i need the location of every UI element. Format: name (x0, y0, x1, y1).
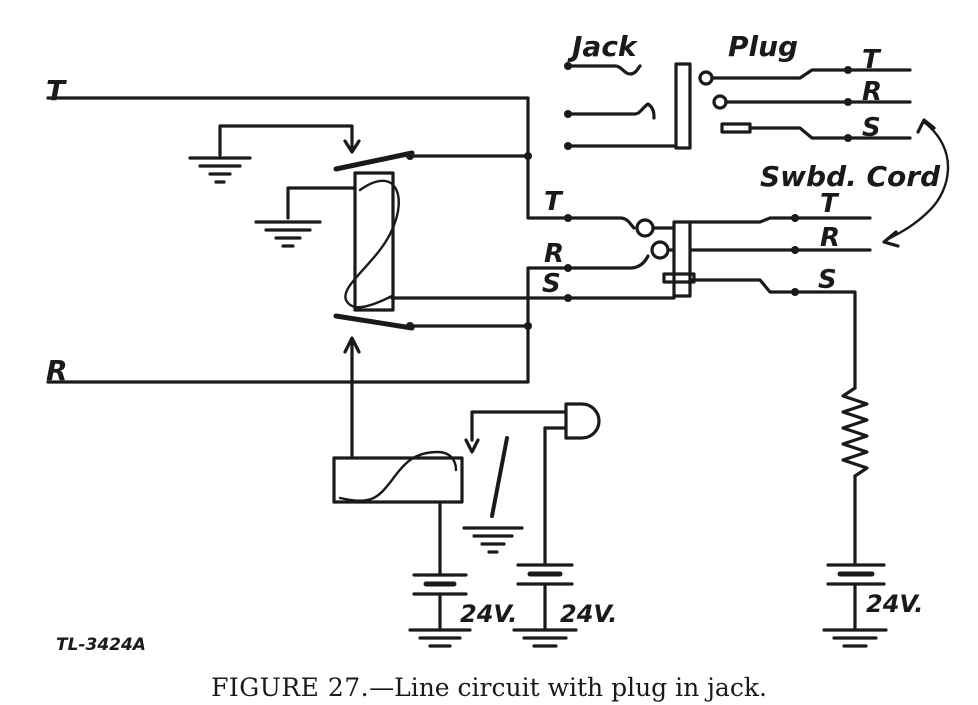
jack-ring-spring (566, 254, 650, 270)
plug-sleeve-contact (662, 272, 696, 284)
line-relay-winding (338, 450, 458, 502)
legend-jack-frame (674, 62, 692, 150)
figure-caption: FIGURE 27.—Line circuit with plug in jac… (211, 673, 767, 702)
cord-tip-label: T (820, 189, 840, 219)
lamp-feed-wire (470, 410, 568, 442)
cutoff-relay (218, 124, 415, 331)
ground-relay (254, 220, 322, 248)
ground-lamp-switch (462, 526, 524, 554)
legend-plug-tip (710, 68, 912, 80)
line-wires (46, 96, 570, 384)
line-ring-label: R (46, 354, 68, 387)
ground-symbols (188, 156, 524, 554)
caption-text: —Line circuit with plug in jack. (369, 673, 767, 702)
legend-jack-plug (566, 62, 950, 248)
cord-sleeve-circuit (688, 278, 869, 567)
swbd-cord-arrow-up (916, 118, 936, 134)
jack-tip-contact (635, 218, 655, 238)
junction-dots (406, 62, 852, 330)
jack-sleeve-label: S (542, 269, 561, 299)
upper-arrow (343, 139, 361, 154)
supervisory-lamp (564, 402, 601, 440)
lamp-circuit (464, 402, 601, 567)
legend-jack-ring (566, 102, 656, 120)
lower-arrow (343, 336, 361, 354)
battery-1-label: 24V. (460, 600, 517, 628)
plug-legend-label: Plug (728, 30, 798, 63)
plug-sleeve-label: S (862, 113, 881, 143)
legend-jack-tip (566, 64, 642, 76)
legend-plug-ring-contact (712, 94, 728, 110)
relay-ground-lead (286, 186, 357, 220)
legend-plug-tip-contact (698, 70, 714, 86)
caption-figure-label: FIGURE 27. (211, 673, 369, 702)
legend-plug-sleeve (748, 126, 912, 140)
lamp-switch-spring (490, 436, 509, 518)
tip-line-wire (46, 96, 570, 220)
jack-ring-contact (650, 240, 670, 260)
jack-legend-label: Jack (567, 30, 639, 63)
jack-tip-label: T (544, 187, 564, 217)
swbd-cord-label: Swbd. Cord (760, 160, 941, 193)
battery-3-label: 24V. (866, 590, 923, 618)
battery-2-label: 24V. (560, 600, 617, 628)
line-relay (332, 336, 464, 577)
cord-ring-label: R (820, 223, 840, 253)
battery-1 (408, 573, 472, 648)
swbd-cord-bracket (884, 120, 950, 242)
jack-tip-spring (566, 216, 636, 230)
plug-tip-label: T (862, 45, 882, 75)
line-tip-label: T (46, 74, 67, 107)
cord-sleeve-wire (688, 278, 857, 390)
legend-plug-sleeve-contact (720, 122, 752, 134)
lamp-switch-arrow (464, 438, 480, 454)
jack-ring-label: R (544, 239, 564, 269)
drawing-number: TL-3424A (56, 635, 146, 655)
swbd-cord-arrow-down (882, 230, 900, 248)
relay-upper-spring (333, 150, 415, 172)
line-relay-coil (332, 456, 464, 504)
plug-ring-label: R (862, 77, 882, 107)
relay-winding (344, 179, 400, 309)
relay-lower-spring (333, 313, 415, 331)
resistor (841, 386, 869, 478)
battery-2 (512, 563, 578, 648)
upper-ground-lead (218, 124, 354, 157)
jack-with-plug (566, 216, 872, 300)
plug-sleeve-body (672, 220, 692, 298)
cord-sleeve-label: S (818, 265, 837, 295)
cord-tip-wire (688, 216, 872, 224)
ground-upper (188, 156, 252, 184)
relay-coil (353, 171, 395, 312)
